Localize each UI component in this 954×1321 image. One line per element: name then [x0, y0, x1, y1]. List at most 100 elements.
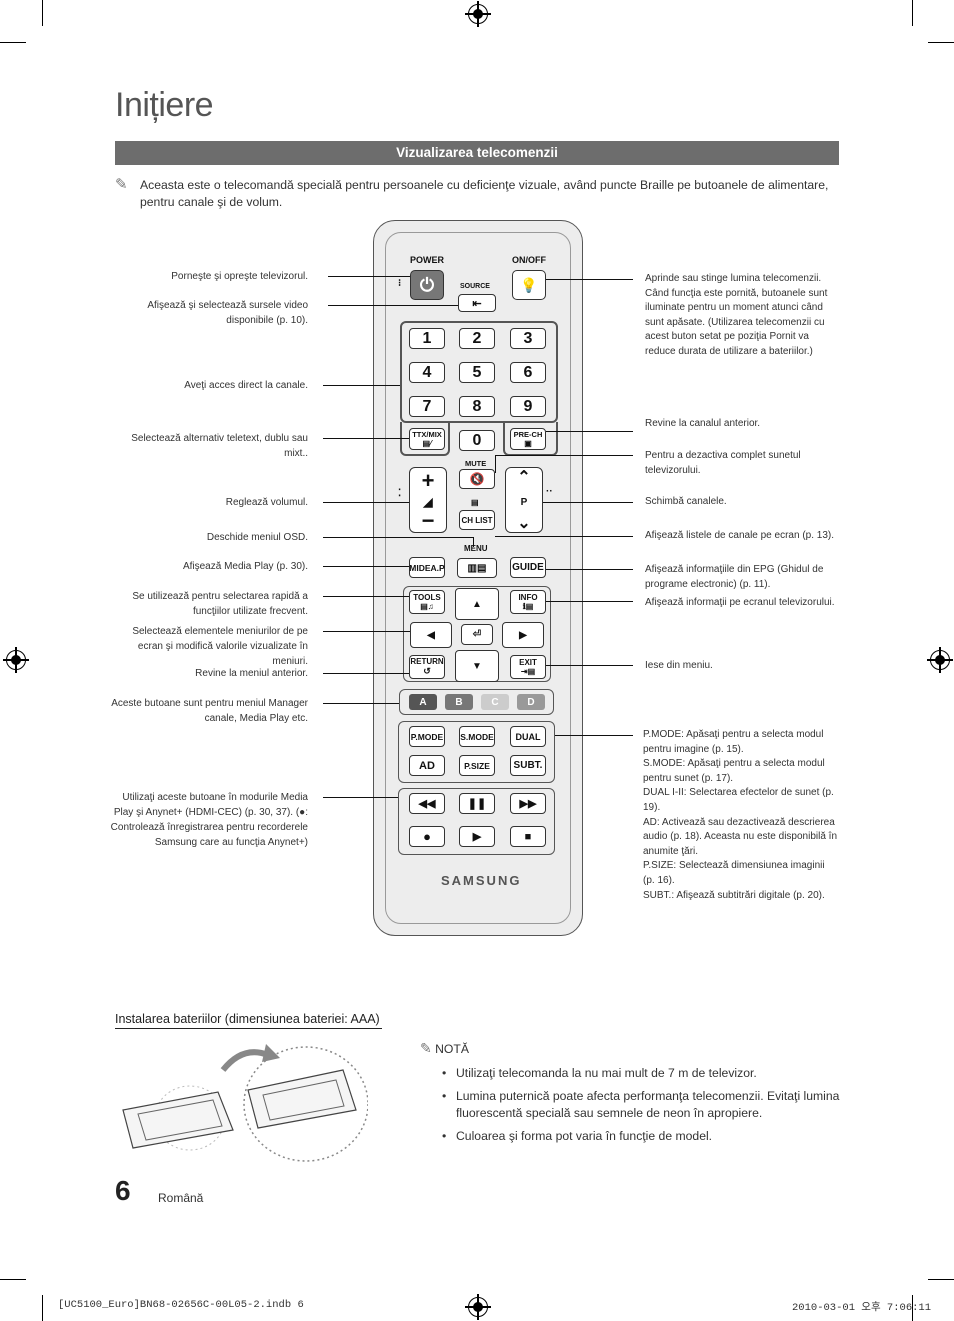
stop-button[interactable]: ■: [510, 826, 546, 847]
exit-icon: ⇥▤: [520, 667, 536, 676]
playback-group: [398, 788, 555, 855]
power-button[interactable]: ⏻: [410, 270, 444, 300]
samsung-logo: SAMSUNG: [441, 873, 522, 888]
ch-list-icon: ▤: [471, 498, 479, 507]
guide-button[interactable]: GUIDE: [510, 557, 546, 578]
color-button-b[interactable]: B: [445, 694, 473, 710]
media-play-button[interactable]: MIDEA.P: [409, 557, 445, 578]
return-label: RETURN: [410, 657, 444, 666]
label-color-buttons: Aceste butoane sunt pentru meniul Manage…: [111, 698, 308, 724]
onoff-label: ON/OFF: [512, 255, 546, 265]
enter-button[interactable]: ⏎: [461, 624, 493, 645]
ch-list-button[interactable]: CH LIST: [459, 510, 495, 530]
label-navigation: Selectează elementele meniurilor de pe e…: [132, 626, 308, 667]
digit-5-button[interactable]: 5: [459, 362, 495, 383]
note-title: NOTĂ: [435, 1042, 469, 1056]
pre-ch-button[interactable]: PRE-CH▣: [510, 428, 546, 450]
leader-line: [323, 438, 409, 439]
power-icon: ⏻: [419, 274, 435, 295]
nav-right-button[interactable]: ▶: [502, 622, 544, 648]
color-button-a[interactable]: A: [409, 694, 437, 710]
color-button-d[interactable]: D: [517, 694, 545, 710]
rewind-button[interactable]: ◀◀: [409, 793, 445, 814]
ad-button[interactable]: AD: [409, 755, 445, 776]
previous-channel-icon: ▣: [524, 439, 532, 448]
arrow-right-icon: ▶: [519, 629, 527, 641]
leader-line: [323, 596, 409, 597]
nav-left-button[interactable]: ◀: [410, 622, 452, 648]
digit-4-button[interactable]: 4: [409, 362, 445, 383]
label-power: Porneşte şi opreşte televizorul.: [171, 271, 308, 282]
registration-mark-icon: [465, 1, 491, 27]
battery-notes: ✎ NOTĂ Utilizaţi telecomanda la nu mai m…: [420, 1040, 840, 1151]
note-item: Utilizaţi telecomanda la nu mai mult de …: [442, 1065, 840, 1082]
play-button[interactable]: ▶: [459, 826, 495, 847]
lightbulb-icon: 💡: [520, 276, 538, 293]
arrow-left-icon: ◀: [427, 629, 435, 641]
dual-button[interactable]: DUAL: [510, 726, 546, 747]
label-return: Revine la meniul anterior.: [195, 668, 308, 679]
label-menu: Deschide meniul OSD.: [206, 532, 308, 543]
registration-mark-icon: [927, 647, 953, 673]
digit-3-button[interactable]: 3: [510, 328, 546, 349]
tools-icon: ▤♫: [420, 602, 434, 611]
onoff-light-button[interactable]: 💡: [512, 270, 546, 300]
digit-1-button[interactable]: 1: [409, 328, 445, 349]
volume-up-icon: +: [421, 468, 435, 493]
fast-forward-button[interactable]: ▶▶: [510, 793, 546, 814]
nav-down-button[interactable]: ▼: [455, 650, 499, 682]
label-pre-ch: Revine la canalul anterior.: [645, 418, 761, 429]
leader-line: [546, 279, 633, 280]
leader-line: [473, 537, 474, 547]
volume-rocker[interactable]: + ◢ −: [409, 467, 447, 533]
label-ch-list: Afişează listele de canale pe ecran (p. …: [645, 530, 834, 541]
source-input-icon: ⇤: [472, 297, 482, 310]
leader-line: [495, 455, 633, 456]
pause-button[interactable]: ❚❚: [459, 793, 495, 814]
leader-line: [546, 569, 633, 570]
leader-line: [495, 455, 496, 473]
exit-button[interactable]: EXIT⇥▤: [510, 655, 546, 679]
digit-7-button[interactable]: 7: [409, 396, 445, 417]
digit-6-button[interactable]: 6: [510, 362, 546, 383]
p-mode-button[interactable]: P.MODE: [409, 726, 445, 747]
label-p-size: P.SIZE: Selectează dimensiunea imaginii …: [643, 860, 825, 886]
intro-text: Aceasta este o telecomandă specială pent…: [140, 178, 829, 209]
label-info: Afişează informaţii pe ecranul televizor…: [645, 597, 835, 608]
mute-label: MUTE: [465, 459, 487, 468]
source-button[interactable]: ⇤: [458, 294, 496, 312]
ttx-group: [400, 422, 450, 456]
leader-line: [328, 276, 410, 277]
menu-button[interactable]: ▥▤: [457, 558, 497, 578]
digit-8-button[interactable]: 8: [459, 396, 495, 417]
channel-rocker[interactable]: ⌃ P ⌄: [505, 467, 543, 533]
rewind-icon: ◀◀: [418, 798, 436, 810]
teletext-icon: ▤⁄: [422, 439, 432, 448]
digit-9-button[interactable]: 9: [510, 396, 546, 417]
return-button[interactable]: RETURN↺: [409, 655, 445, 679]
registration-mark-icon: [465, 1294, 491, 1320]
label-tools: Se utilizează pentru selectarea rapidă a…: [132, 591, 308, 617]
menu-icon: ▥▤: [467, 562, 487, 574]
tools-button[interactable]: TOOLS▤♫: [409, 590, 445, 614]
registration-mark-icon: [3, 647, 29, 673]
leader-line: [328, 305, 458, 306]
mute-button[interactable]: 🔇: [459, 469, 495, 489]
record-button[interactable]: ●: [409, 826, 445, 847]
crop-mark: [928, 1279, 954, 1280]
channel-up-icon: ⌃: [517, 469, 531, 486]
subt-button[interactable]: SUBT.: [510, 755, 546, 776]
page-number: 6: [115, 1175, 131, 1206]
label-subt: SUBT.: Afişează subtitrări digitale (p. …: [643, 889, 825, 901]
color-button-c[interactable]: C: [481, 694, 509, 710]
p-size-button[interactable]: P.SIZE: [459, 755, 495, 776]
leader-line: [323, 631, 410, 632]
label-onoff: Aprinde sau stinge lumina telecomenzii. …: [645, 273, 828, 357]
nav-up-button[interactable]: ▲: [455, 588, 499, 620]
digit-2-button[interactable]: 2: [459, 328, 495, 349]
digit-0-button[interactable]: 0: [459, 430, 495, 451]
note-item: Lumina puternică poate afecta performanţ…: [442, 1088, 840, 1122]
s-mode-button[interactable]: S.MODE: [459, 726, 495, 747]
ttx-mix-button[interactable]: TTX/MIX▤⁄: [409, 428, 445, 450]
